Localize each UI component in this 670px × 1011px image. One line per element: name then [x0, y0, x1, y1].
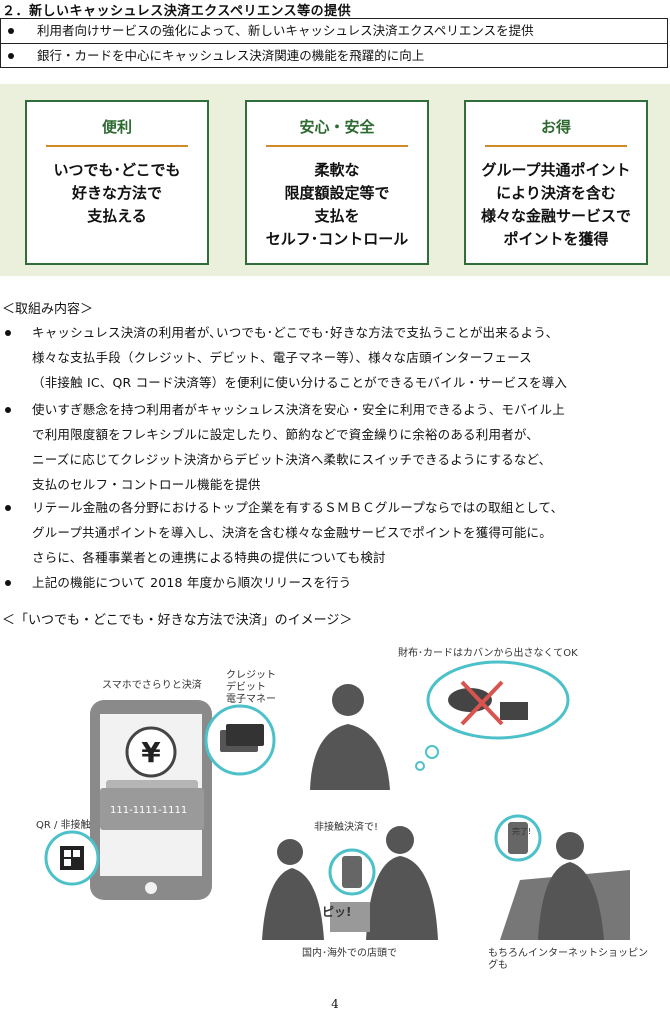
benefit-card-convenient: 便利 いつでも･どこでも 好きな方法で 支払える [25, 100, 209, 265]
summary-item: 銀行・カードを中心にキャッシュレス決済関連の機能を飛躍的に向上 [1, 44, 667, 68]
initiative-text: 上記の機能について 2018 年度から順次リリースを行う [32, 575, 352, 590]
card-title: お得 [540, 118, 571, 136]
image-heading: ＜「いつでも・どこでも・好きな方法で決済」のイメージ＞ [2, 613, 353, 628]
bullet-dot-icon [5, 580, 11, 586]
bullet-dot-icon [8, 53, 14, 59]
label-wallet: 財布･カードはカバンから出さなくてOK [398, 648, 578, 659]
qr-code-icon [60, 846, 84, 870]
person-icon [332, 684, 364, 716]
page-number: 4 [331, 997, 339, 1011]
label-card-types: クレジット デビット 電子マネー [226, 670, 276, 705]
bullet-dot-icon [5, 330, 11, 336]
payment-terminal-icon [342, 856, 362, 888]
initiative-text: キャッシュレス決済の利用者が､いつでも･どこでも･好きな方法で支払うことが出来る… [32, 325, 568, 390]
label-phone-pay: スマホでさらりと決済 [102, 680, 202, 691]
yen-icon [125, 726, 177, 778]
label-card-number: 111-1111-1111 [110, 805, 188, 816]
initiatives-heading: ＜取組み内容＞ [2, 302, 94, 317]
phone-online-icon [508, 822, 528, 854]
card-body: グループ共通ポイント により決済を含む 様々な金融サービスで ポイントを獲得 [480, 161, 631, 248]
summary-box: 利用者向けサービスの強化によって、新しいキャッシュレス決済エクスペリエンスを提供… [0, 18, 668, 68]
label-store: 国内･海外での店頭で [302, 948, 397, 959]
section-title: ２．新しいキャッシュレス決済エクスペリエンス等の提供 [2, 4, 352, 19]
label-done: 完了! [512, 827, 532, 836]
customer-icon [277, 839, 303, 865]
label-qr: QR / 非接触 [36, 820, 91, 831]
summary-text: 銀行・カードを中心にキャッシュレス決済関連の機能を飛躍的に向上 [37, 48, 425, 63]
benefit-card-safe: 安心・安全 柔軟な 限度額設定等で 支払を セルフ･コントロール [245, 100, 429, 265]
card-divider [485, 145, 627, 147]
credit-card-icon [100, 788, 204, 830]
benefit-card-value: お得 グループ共通ポイント により決済を含む 様々な金融サービスで ポイントを獲… [464, 100, 648, 265]
summary-item: 利用者向けサービスの強化によって、新しいキャッシュレス決済エクスペリエンスを提供 [1, 19, 667, 44]
svg-text:¥: ¥ [141, 736, 161, 769]
label-online: もちろんインターネットショッピングも [488, 948, 648, 971]
bullet-dot-icon [5, 505, 11, 511]
payment-illustration: ¥ スマホでさらりと [30, 640, 650, 971]
card-body: いつでも･どこでも 好きな方法で 支払える [53, 161, 181, 225]
clerk-icon [386, 826, 414, 854]
card-divider [46, 145, 188, 147]
illustration-graphic: ¥ [44, 660, 630, 940]
summary-text: 利用者向けサービスの強化によって、新しいキャッシュレス決済エクスペリエンスを提供 [37, 23, 534, 38]
card-divider [266, 145, 408, 147]
bullet-dot-icon [8, 28, 14, 34]
card-title: 安心・安全 [299, 118, 375, 136]
initiative-text: 使いすぎ懸念を持つ利用者がキャッシュレス決済を安心・安全に利用できるよう、モバイ… [32, 402, 565, 492]
bullet-dot-icon [5, 407, 11, 413]
card-title: 便利 [101, 118, 132, 136]
card-body: 柔軟な 限度額設定等で 支払を セルフ･コントロール [265, 161, 409, 248]
initiative-text: リテール金融の各分野におけるトップ企業を有するＳＭＢＣグループならではの取組とし… [32, 500, 564, 565]
label-beep: ピッ! [322, 905, 352, 919]
label-contactless: 非接触決済で! [314, 822, 379, 833]
